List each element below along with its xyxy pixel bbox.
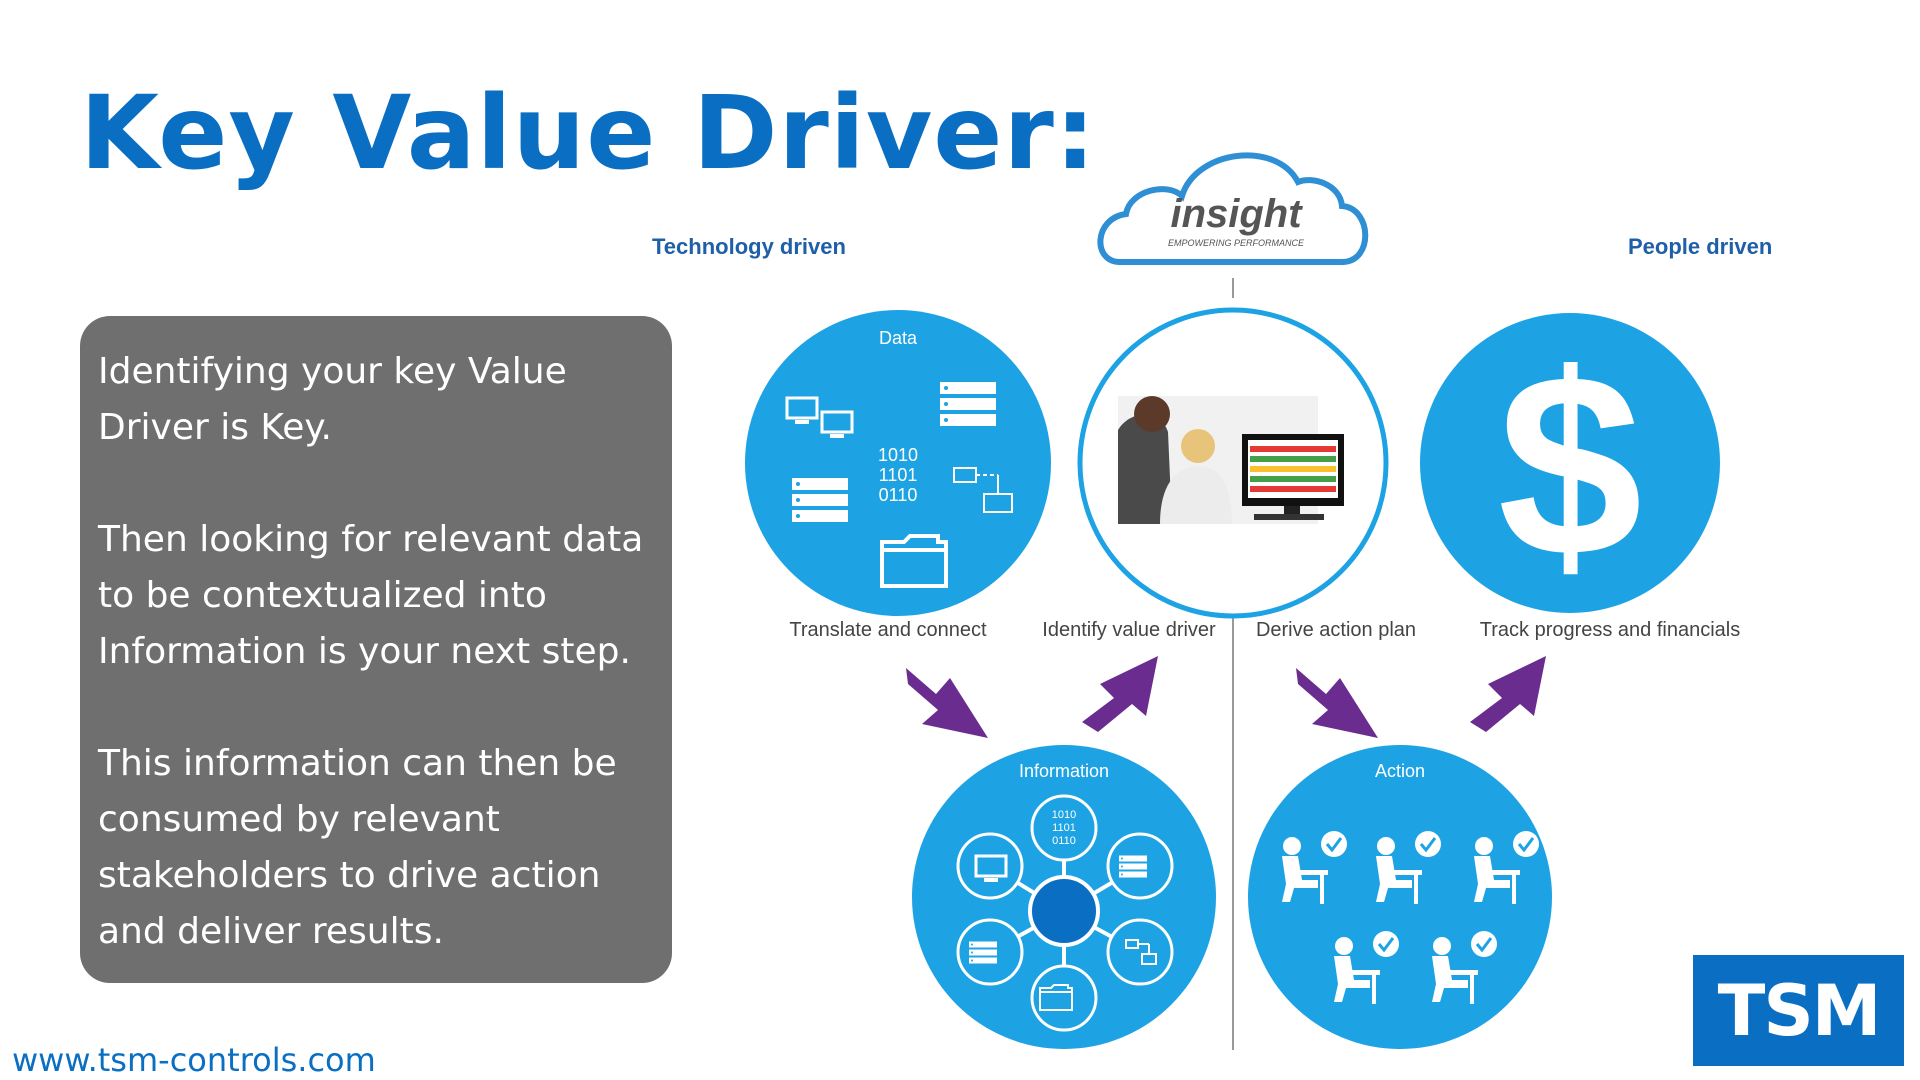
paragraph-1: Identifying your key Value Driver is Key… bbox=[98, 351, 567, 448]
paragraph-2: Then looking for relevant data to be con… bbox=[98, 519, 644, 672]
arrow-up-right-2 bbox=[1470, 656, 1546, 732]
arrow-down-right-2 bbox=[1296, 668, 1378, 738]
server-icon bbox=[1119, 855, 1147, 878]
paragraph-3: This information can then be consumed by… bbox=[98, 743, 617, 952]
tsm-logo: TSM bbox=[1693, 955, 1904, 1066]
financials-circle: $ bbox=[1420, 313, 1720, 613]
action-circle: Action bbox=[1248, 745, 1552, 1049]
info-binary-2: 1101 bbox=[1052, 822, 1076, 834]
caption-track: Track progress and financials bbox=[1480, 619, 1741, 641]
people-at-computer-image bbox=[1118, 396, 1344, 524]
caption-derive: Derive action plan bbox=[1256, 619, 1416, 641]
insight-word: insight bbox=[1170, 192, 1303, 236]
binary-line-3: 0110 bbox=[879, 485, 918, 505]
dollar-icon: $ bbox=[1498, 321, 1643, 611]
data-label: Data bbox=[879, 328, 918, 348]
caption-translate: Translate and connect bbox=[789, 619, 987, 641]
information-circle: Information 1010 1101 0110 bbox=[912, 745, 1216, 1049]
folder-node bbox=[1030, 964, 1098, 1032]
insight-cloud-logo: insight EMPOWERING PERFORMANCE bbox=[1097, 152, 1369, 265]
server-icon bbox=[969, 941, 997, 964]
arrow-down-right-1 bbox=[906, 668, 988, 738]
info-binary-3: 0110 bbox=[1052, 835, 1076, 847]
information-label: Information bbox=[1019, 761, 1109, 781]
data-circle: Data 1010 1101 0110 bbox=[745, 310, 1051, 616]
server-icon bbox=[792, 478, 848, 522]
hub-node bbox=[1028, 875, 1100, 947]
website-link[interactable]: www.tsm-controls.com bbox=[12, 1041, 376, 1079]
computer-node bbox=[956, 832, 1024, 900]
binary-node bbox=[1030, 794, 1098, 862]
server-icon bbox=[940, 382, 996, 426]
page-title: Key Value Driver: bbox=[80, 74, 1097, 193]
logo-text: TSM bbox=[1717, 969, 1882, 1052]
value-driver-photo-circle bbox=[1077, 307, 1389, 619]
caption-identify: Identify value driver bbox=[1042, 619, 1216, 641]
description-box: Identifying your key Value Driver is Key… bbox=[80, 316, 672, 983]
binary-line-2: 1101 bbox=[879, 465, 918, 485]
network-node-icon bbox=[953, 467, 1013, 513]
arrow-up-right-1 bbox=[1082, 656, 1158, 732]
network-node bbox=[1106, 918, 1174, 986]
network-icon bbox=[1125, 939, 1157, 965]
people-driven-heading: People driven bbox=[1628, 234, 1772, 259]
technology-driven-heading: Technology driven bbox=[652, 234, 846, 259]
binary-line-1: 1010 bbox=[878, 445, 918, 465]
action-label: Action bbox=[1375, 761, 1425, 781]
insight-tagline: EMPOWERING PERFORMANCE bbox=[1168, 238, 1305, 248]
info-binary-1: 1010 bbox=[1052, 809, 1076, 821]
